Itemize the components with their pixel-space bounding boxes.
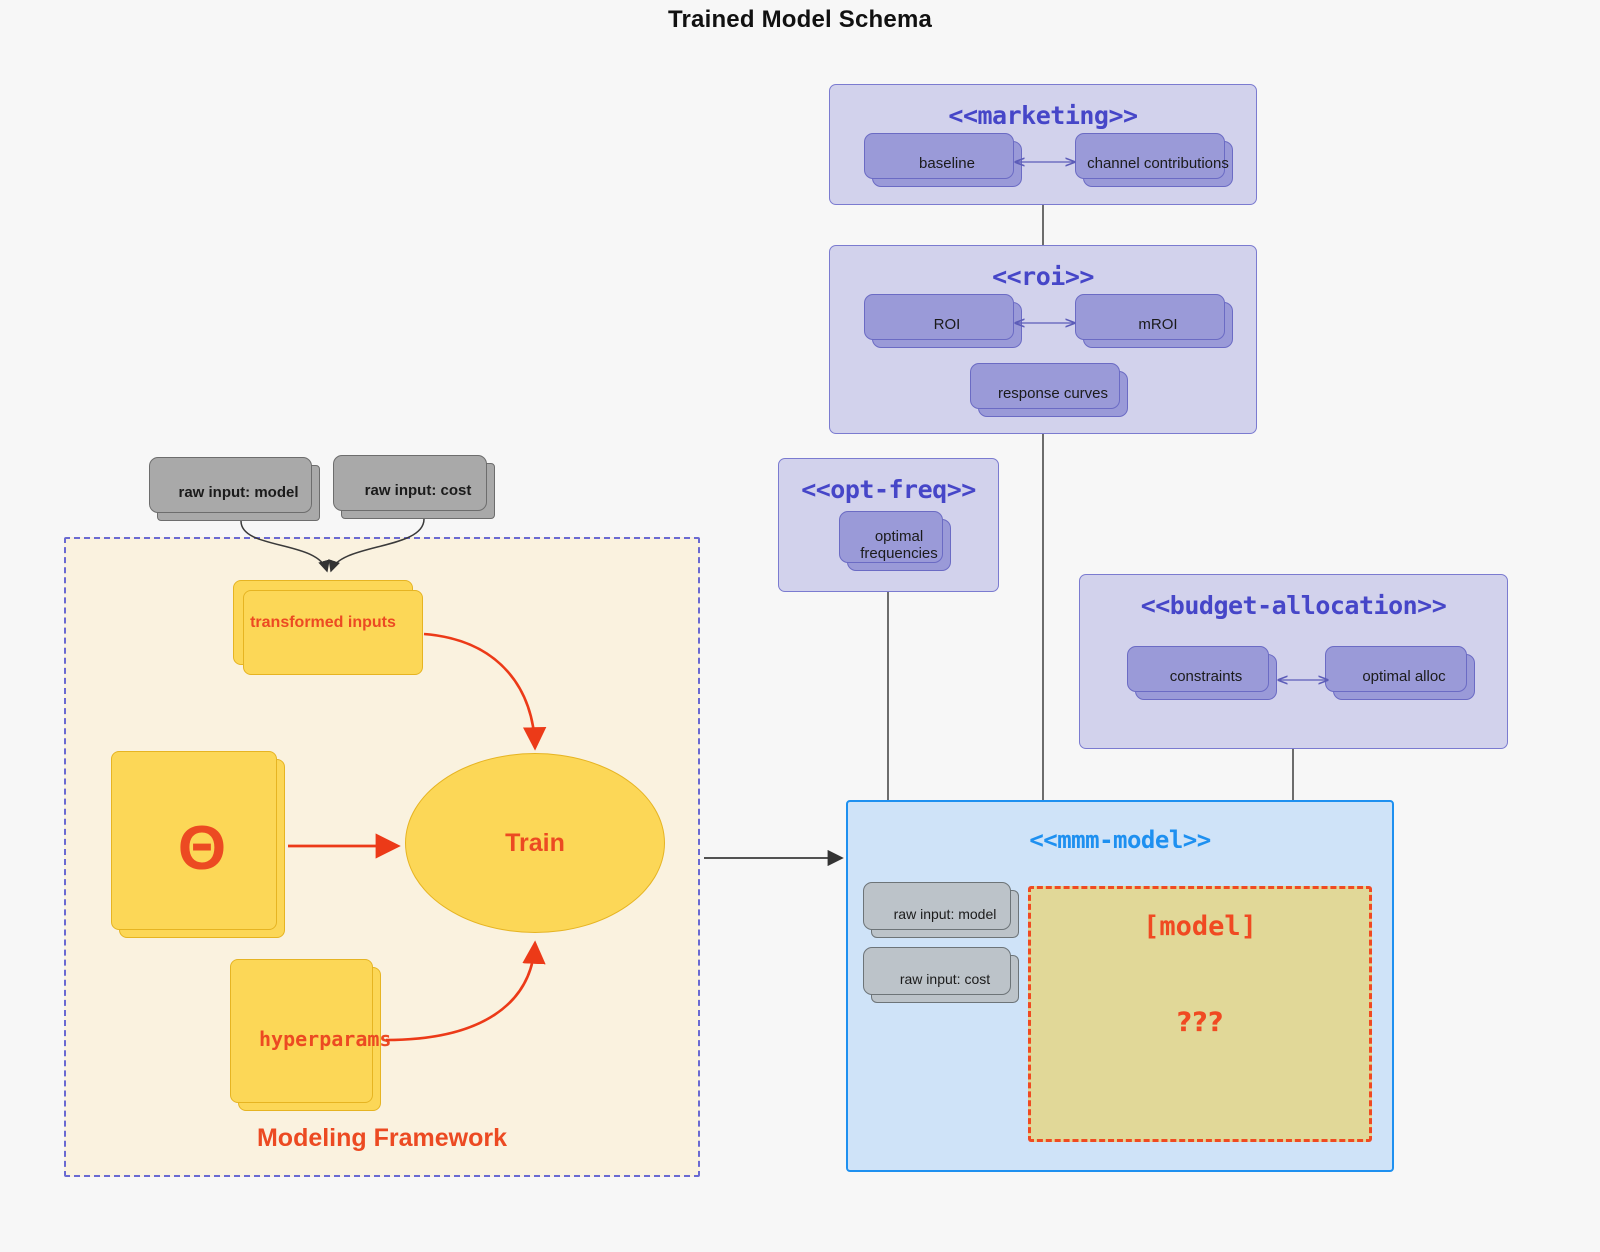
package-roi[interactable]: <<roi>> ROI mROI response curves bbox=[829, 245, 1257, 434]
node-roi[interactable]: ROI bbox=[864, 294, 1022, 348]
raw-input-model-box[interactable]: raw input: model bbox=[149, 457, 320, 521]
node-baseline[interactable]: baseline bbox=[864, 133, 1022, 187]
hyperparams-label: hyperparams bbox=[259, 1027, 392, 1051]
node-optimal-alloc-label: optimal alloc bbox=[1362, 668, 1446, 686]
hyperparams-box[interactable]: hyperparams bbox=[230, 959, 392, 1111]
transformed-inputs-label: transformed inputs bbox=[250, 613, 396, 631]
raw-input-cost-label: raw input: cost bbox=[364, 482, 472, 500]
train-ellipse[interactable]: Train bbox=[405, 753, 665, 933]
mmm-raw-input-cost-label: raw input: cost bbox=[899, 970, 991, 987]
mmm-raw-input-cost[interactable]: raw input: cost bbox=[863, 947, 1019, 1003]
package-marketing-title: <<marketing>> bbox=[948, 101, 1138, 130]
package-opt-freq-title: <<opt-freq>> bbox=[801, 475, 976, 504]
node-mroi-label: mROI bbox=[1138, 316, 1178, 334]
package-opt-freq[interactable]: <<opt-freq>> optimal frequencies bbox=[778, 458, 999, 592]
node-baseline-label: baseline bbox=[919, 155, 975, 173]
package-mmm-model[interactable]: <<mmm-model>> raw input: model raw input… bbox=[846, 800, 1394, 1172]
modeling-framework-label: Modeling Framework bbox=[256, 1124, 508, 1152]
page-title: Trained Model Schema bbox=[667, 6, 933, 33]
package-mmm-model-title: <<mmm-model>> bbox=[1029, 826, 1211, 854]
node-channel-contributions[interactable]: channel contributions bbox=[1075, 133, 1233, 187]
node-optimal-alloc[interactable]: optimal alloc bbox=[1325, 646, 1475, 700]
node-constraints[interactable]: constraints bbox=[1127, 646, 1277, 700]
mmm-raw-input-model-label: raw input: model bbox=[893, 905, 997, 922]
package-budget-allocation-title: <<budget-allocation>> bbox=[1140, 591, 1447, 620]
package-roi-title: <<roi>> bbox=[992, 262, 1094, 291]
raw-input-cost-box[interactable]: raw input: cost bbox=[333, 455, 495, 519]
node-optimal-frequencies[interactable]: optimal frequencies bbox=[839, 511, 951, 571]
theta-box[interactable]: Θ bbox=[111, 751, 285, 938]
model-slot-name: [model] bbox=[1143, 911, 1257, 942]
node-mroi[interactable]: mROI bbox=[1075, 294, 1233, 348]
model-slot[interactable]: [model] ??? bbox=[1028, 886, 1372, 1142]
node-optimal-frequencies-label: optimal frequencies bbox=[860, 527, 938, 562]
model-slot-placeholder: ??? bbox=[1176, 1007, 1224, 1038]
node-response-curves[interactable]: response curves bbox=[970, 363, 1128, 417]
mmm-raw-input-model[interactable]: raw input: model bbox=[863, 882, 1019, 938]
train-label: Train bbox=[505, 828, 565, 857]
node-channel-contributions-label: channel contributions bbox=[1087, 155, 1229, 173]
transformed-inputs-box[interactable]: transformed inputs bbox=[233, 580, 423, 675]
package-budget-allocation[interactable]: <<budget-allocation>> constraints optima… bbox=[1079, 574, 1508, 749]
package-marketing[interactable]: <<marketing>> baseline channel contribut… bbox=[829, 84, 1257, 205]
node-constraints-label: constraints bbox=[1169, 668, 1243, 686]
node-roi-label: ROI bbox=[933, 316, 961, 334]
node-response-curves-label: response curves bbox=[997, 385, 1109, 403]
theta-label: Θ bbox=[177, 813, 227, 883]
raw-input-model-label: raw input: model bbox=[178, 484, 299, 502]
